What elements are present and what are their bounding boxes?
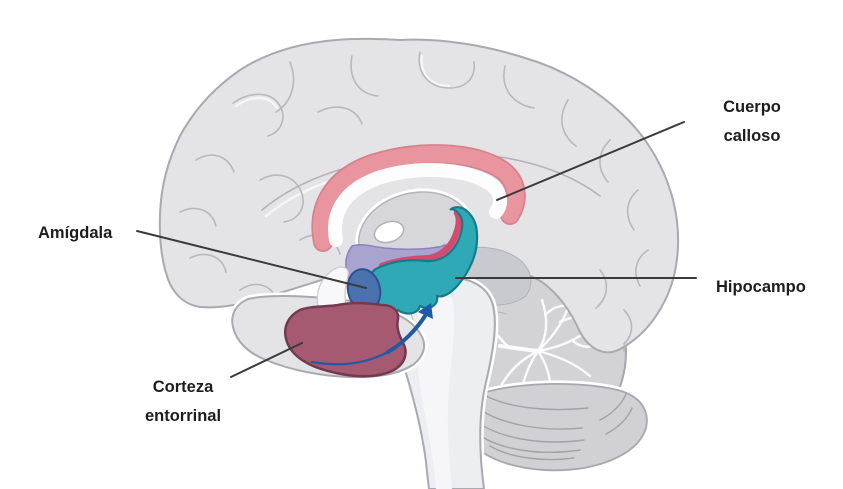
ventricle-opening (373, 220, 405, 244)
corpus-callosum-shape (311, 144, 526, 252)
leader-line-cuerpo-calloso (496, 121, 685, 201)
label-corteza-entorrinal-line1: Corteza (152, 378, 214, 396)
label-amigdala: Amígdala (38, 224, 113, 242)
label-cuerpo-calloso-line1: Cuerpo (723, 98, 781, 116)
cerebellum-vermis (459, 380, 651, 474)
label-corteza-entorrinal-line2: entorrinal (144, 407, 222, 425)
leader-line-corteza-entorrinal (230, 342, 303, 378)
label-cuerpo-calloso: Cuerpo calloso (688, 93, 816, 151)
label-corteza-entorrinal: Corteza entorrinal (112, 373, 254, 431)
label-hipocampo: Hipocampo (716, 278, 806, 296)
label-cuerpo-calloso-line2: calloso (723, 127, 781, 145)
pathway-arrow-icon (310, 303, 433, 366)
leader-line-amigdala (136, 230, 367, 289)
